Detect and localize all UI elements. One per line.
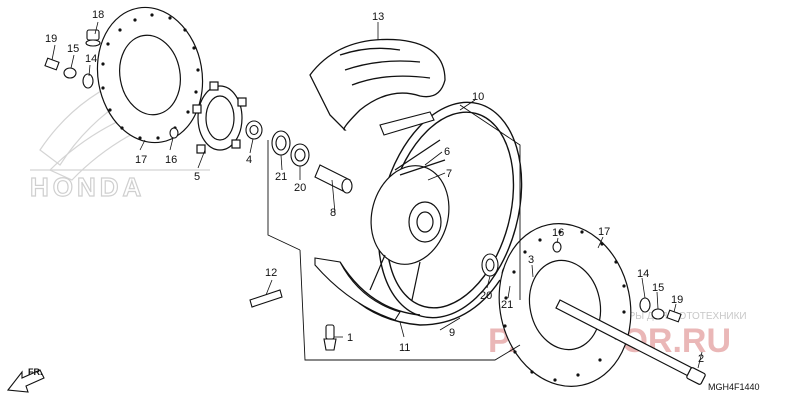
- wheel-hub: [369, 139, 450, 301]
- direction-label: FR.: [28, 367, 43, 377]
- callout-20-left: 20: [294, 182, 306, 194]
- callout-16: 16: [165, 154, 177, 166]
- callout-14: 14: [85, 53, 97, 65]
- callout-21-right: 21: [501, 299, 513, 311]
- brake-disc-left: [96, 6, 204, 144]
- callout-19-right: 19: [671, 294, 683, 306]
- callout-1: 1: [347, 332, 353, 344]
- bolt-set-left: [44, 29, 179, 139]
- pulser-ring: [192, 81, 247, 154]
- callout-17: 17: [135, 154, 147, 166]
- callout-7: 7: [446, 168, 452, 180]
- callout-13: 12: [265, 267, 277, 279]
- callout-12: 13: [372, 11, 384, 23]
- leader-lines: [51, 21, 703, 369]
- rim-tape: [314, 111, 435, 321]
- honda-logo-text: HONDA: [30, 172, 145, 202]
- callout-4: 4: [246, 154, 252, 166]
- callout-15-right: 15: [652, 282, 664, 294]
- callout-16-right: 16: [552, 227, 564, 239]
- balance-weight: [249, 289, 283, 308]
- callout-5: 5: [194, 171, 200, 183]
- callout-labels: 18 19 15 14 17 16 5 4 13 10 6 7 8 21 20 …: [45, 9, 704, 365]
- callout-9: 9: [449, 327, 455, 339]
- callout-19: 19: [45, 33, 57, 45]
- callout-21-left: 21: [275, 171, 287, 183]
- tire: [309, 38, 446, 131]
- callout-10: 10: [472, 91, 484, 103]
- front-axle: [555, 299, 706, 385]
- diagram-code: MGH4F1440: [708, 382, 760, 392]
- side-collar-left: [245, 120, 263, 140]
- air-valve: [323, 324, 337, 351]
- distance-collar: [314, 164, 353, 194]
- front-direction-arrow: FR.: [6, 367, 45, 393]
- bearing-left: [271, 130, 310, 167]
- callout-11: 11: [399, 342, 410, 354]
- callout-2: 2: [698, 353, 704, 365]
- assembly-frame: [267, 104, 521, 361]
- callout-15: 15: [67, 43, 79, 55]
- callout-6: 6: [444, 146, 450, 158]
- callout-20-right: 20: [480, 290, 492, 302]
- callout-3: 3: [528, 254, 534, 266]
- callout-18: 18: [92, 9, 104, 21]
- bolt-set-right: [552, 241, 682, 323]
- callout-14-right: 14: [637, 268, 649, 280]
- callout-17-right: 17: [598, 226, 610, 238]
- callout-8: 8: [330, 207, 336, 219]
